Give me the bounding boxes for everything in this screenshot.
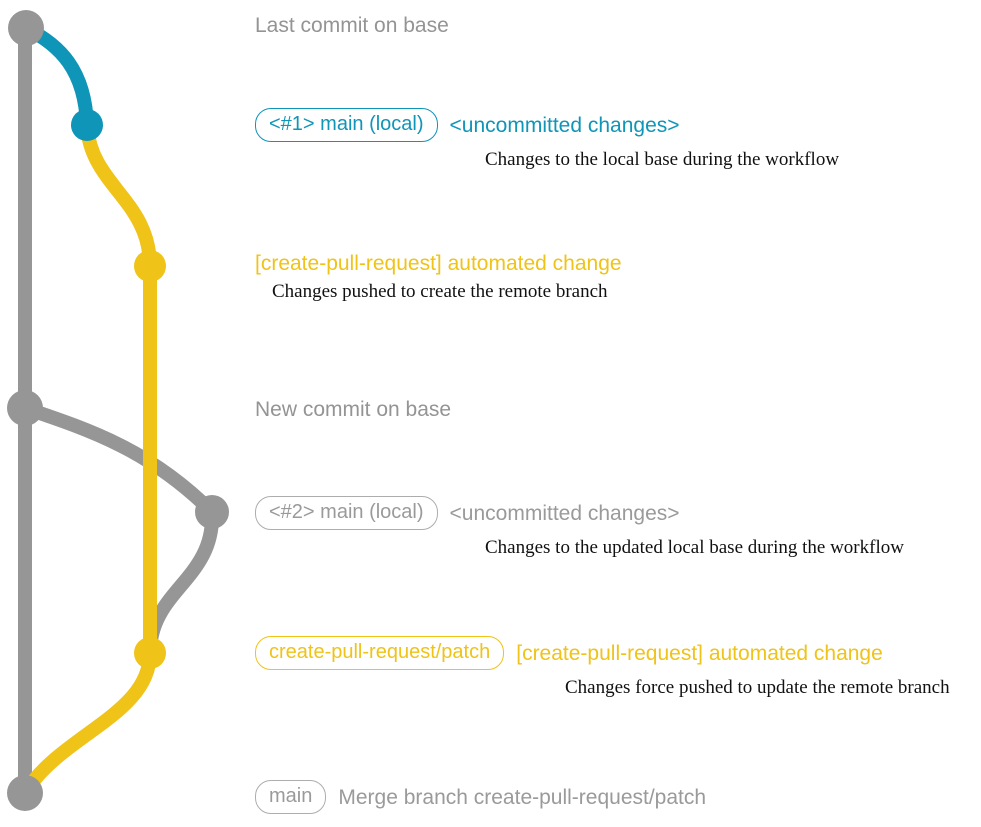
- commit-subject: [create-pull-request] automated change: [516, 641, 883, 665]
- row-local-1: <#1> main (local) <uncommitted changes> …: [255, 108, 839, 169]
- commit-node-automated-change-2[interactable]: [134, 637, 166, 669]
- edge-remote-merge-to-base: [18, 646, 157, 800]
- commit-node-local-2[interactable]: [195, 495, 229, 529]
- commit-subject: [create-pull-request] automated change: [255, 252, 622, 275]
- commit-node-local-1[interactable]: [71, 109, 103, 141]
- row-last-commit-on-base: Last commit on base: [255, 15, 449, 36]
- commit-description: Changes force pushed to update the remot…: [565, 677, 950, 698]
- edge-local1-to-remote1: [80, 118, 157, 273]
- commit-node-automated-change-1[interactable]: [134, 250, 166, 282]
- edge-base-to-local2: [18, 401, 219, 519]
- row-local-2: <#2> main (local) <uncommitted changes> …: [255, 496, 904, 557]
- branch-pill-main-local-1[interactable]: <#1> main (local): [255, 108, 438, 142]
- branch-pill-main-local-2[interactable]: <#2> main (local): [255, 496, 438, 530]
- commit-subject: New commit on base: [255, 398, 452, 421]
- commit-node-last-commit-on-base[interactable]: [8, 10, 44, 46]
- commit-subject: Merge branch create-pull-request/patch: [338, 785, 707, 809]
- branch-pill-create-pull-request-patch[interactable]: create-pull-request/patch: [255, 636, 505, 670]
- commit-subject: <uncommitted changes>: [449, 113, 680, 137]
- edge-local2-to-remote2: [143, 505, 220, 660]
- commit-description: Changes to the local base during the wor…: [485, 149, 840, 170]
- commit-subject: Last commit on base: [255, 14, 449, 37]
- row-automated-change-1: [create-pull-request] automated change C…: [255, 253, 622, 301]
- commit-description: Changes pushed to create the remote bran…: [272, 281, 608, 302]
- row-automated-change-2: create-pull-request/patch [create-pull-r…: [255, 636, 950, 697]
- row-new-commit-on-base: New commit on base: [255, 399, 451, 420]
- row-merge: main Merge branch create-pull-request/pa…: [255, 780, 706, 814]
- commit-subject: <uncommitted changes>: [449, 501, 680, 525]
- commit-description: Changes to the updated local base during…: [485, 537, 904, 558]
- commit-node-merge[interactable]: [7, 775, 43, 811]
- branch-pill-main[interactable]: main: [255, 780, 327, 814]
- commit-node-new-commit-on-base[interactable]: [7, 390, 43, 426]
